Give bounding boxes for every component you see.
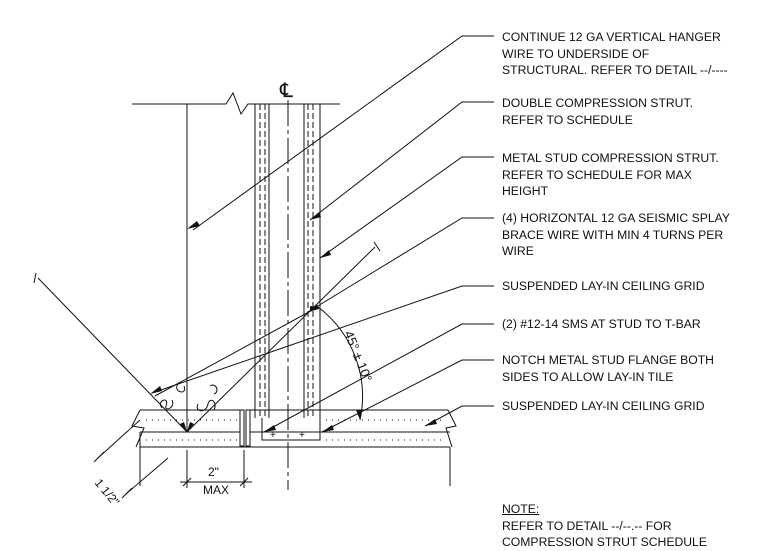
note-line: REFER TO DETAIL --/--.-- FOR [502, 518, 672, 533]
ceiling-grid [131, 409, 457, 486]
compression-strut [254, 104, 321, 432]
leader-lines [154, 35, 494, 433]
callout-line: REFER TO SCHEDULE FOR MAX [502, 167, 692, 182]
offset-dimension [93, 419, 169, 499]
spacing-dimension [180, 450, 252, 488]
callout-screws: (2) #12-14 SMS AT STUD TO T-BAR [502, 316, 701, 333]
callout-ceiling-grid-bottom: SUSPENDED LAY-IN CEILING GRID [502, 398, 705, 415]
callout-line: CONTINUE 12 GA VERTICAL HANGER [502, 30, 721, 44]
callout-splay-wire: (4) HORIZONTAL 12 GA SEISMIC SPLAY BRACE… [502, 210, 730, 260]
stud-notch [261, 418, 321, 441]
callout-notch: NOTCH METAL STUD FLANGE BOTH SIDES TO AL… [502, 352, 714, 385]
splay-wire-from-strut [154, 306, 319, 397]
callout-line: SUSPENDED LAY-IN CEILING GRID [502, 399, 705, 413]
callout-line: STRUCTURAL. REFER TO DETAIL --/---- [502, 63, 728, 77]
callout-line: DOUBLE COMPRESSION STRUT. [502, 96, 693, 110]
callout-line: WIRE TO UNDERSIDE OF [502, 46, 650, 61]
angle-arc [317, 306, 364, 421]
seismic-bracing-detail: + + ℄ 45° ± 10° 2" MAX 1 1/2" [33, 35, 494, 509]
arrowhead [264, 425, 276, 432]
callout-line: NOTCH METAL STUD FLANGE BOTH [502, 353, 714, 367]
arrowhead [425, 419, 437, 426]
angle-label: 45° ± 10° [341, 329, 375, 384]
arrowhead [180, 422, 187, 432]
offset-dimension-value: 1 1/2" [92, 476, 123, 509]
centerline-symbol: ℄ [279, 80, 293, 102]
callout-line: SUSPENDED LAY-IN CEILING GRID [502, 279, 705, 293]
sms-screws: + + [270, 430, 305, 441]
wire-twists [160, 383, 218, 412]
callout-line: REFER TO SCHEDULE [502, 112, 633, 127]
splay-wire-right [186, 246, 376, 433]
svg-text:+: + [270, 430, 276, 441]
callout-line: (2) #12-14 SMS AT STUD TO T-BAR [502, 317, 701, 331]
svg-text:+: + [299, 430, 305, 441]
spacing-dimension-value: 2" [208, 465, 219, 479]
callout-line: SIDES TO ALLOW LAY-IN TILE [502, 369, 674, 384]
general-note: NOTE: REFER TO DETAIL --/--.-- FOR COMPR… [502, 501, 707, 551]
structure-line [132, 91, 340, 116]
callout-hanger-wire: CONTINUE 12 GA VERTICAL HANGER WIRE TO U… [502, 29, 728, 79]
arrowhead [322, 425, 334, 432]
arrowhead [187, 422, 194, 432]
arrowhead [320, 250, 331, 258]
arrowhead [187, 221, 200, 229]
arrowhead [150, 386, 162, 394]
arrowhead [356, 410, 362, 420]
note-heading: NOTE: [502, 502, 540, 516]
callout-line: (4) HORIZONTAL 12 GA SEISMIC SPLAY [502, 211, 731, 225]
t-bar [236, 409, 254, 448]
callout-ceiling-grid-top: SUSPENDED LAY-IN CEILING GRID [502, 278, 705, 295]
callout-stud-strut: METAL STUD COMPRESSION STRUT. REFER TO S… [502, 150, 719, 200]
callout-line: BRACE WIRE WITH MIN 4 TURNS PER [502, 227, 724, 242]
callout-line: WIRE [502, 244, 534, 258]
callout-line: METAL STUD COMPRESSION STRUT. [502, 151, 719, 165]
arrowhead [310, 306, 318, 312]
note-line: COMPRESSION STRUT SCHEDULE [502, 535, 707, 549]
arrowhead [310, 212, 321, 220]
splay-wire-left [37, 277, 188, 433]
callout-line: HEIGHT [502, 184, 549, 198]
spacing-dimension-max: MAX [203, 483, 229, 497]
callout-double-strut: DOUBLE COMPRESSION STRUT. REFER TO SCHED… [502, 95, 693, 128]
